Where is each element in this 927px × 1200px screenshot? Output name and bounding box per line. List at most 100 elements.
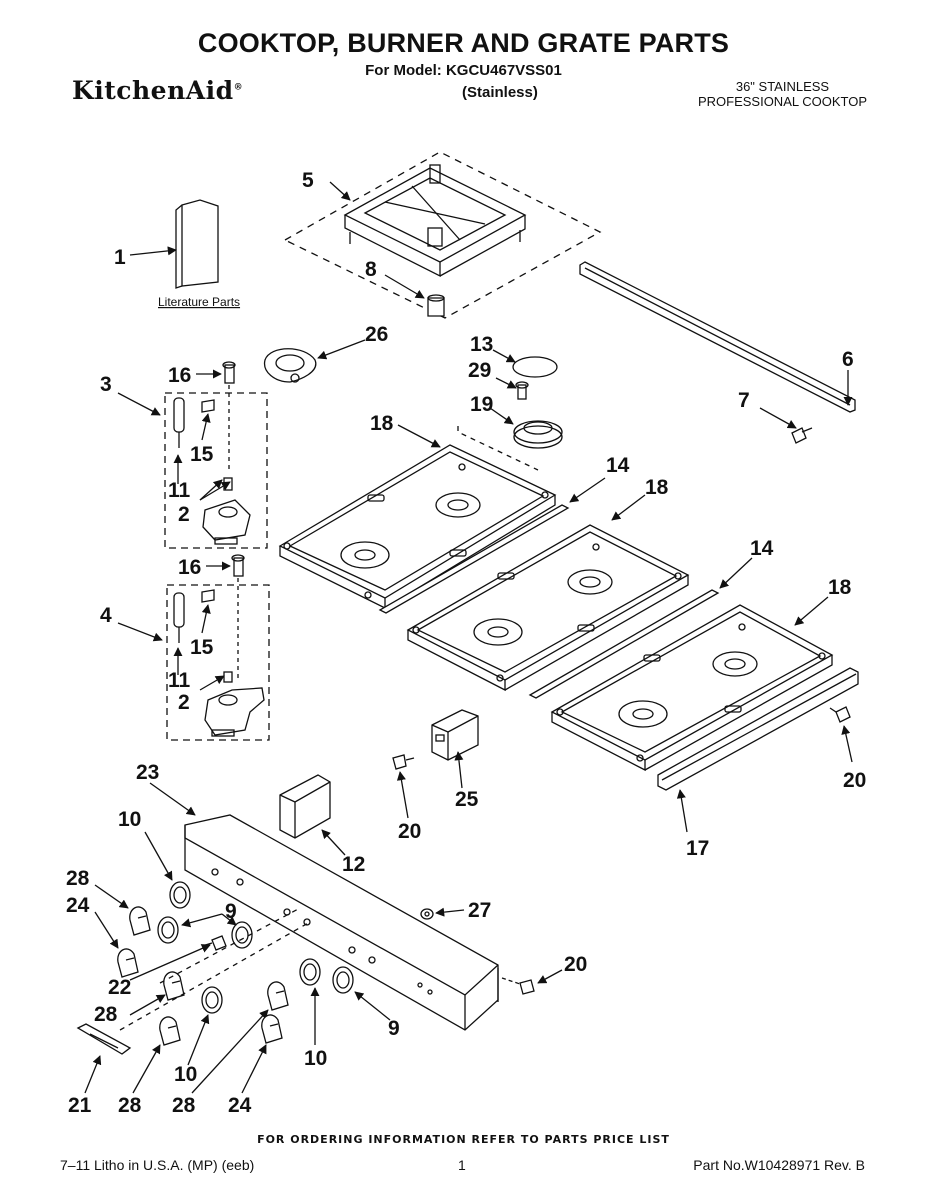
front-trim-17	[657, 667, 859, 791]
valve-upper	[202, 477, 251, 545]
leader-18c	[794, 596, 829, 626]
callout-28b: 28	[94, 1003, 118, 1026]
leader-7	[759, 407, 797, 429]
callout-11a: 11	[168, 479, 191, 502]
leader-17	[676, 789, 688, 833]
bezel-10-lower	[201, 986, 223, 1014]
callout-27: 27	[468, 899, 491, 922]
callout-19: 19	[470, 393, 493, 416]
callout-21: 21	[68, 1094, 92, 1117]
leader-15b	[201, 604, 211, 634]
leader-28a	[94, 884, 129, 909]
page-number: 1	[458, 1157, 466, 1173]
callout-20-mid: 20	[398, 820, 421, 843]
callout-18a: 18	[370, 412, 394, 435]
callout-24b: 24	[228, 1094, 252, 1117]
screw-20-mid	[392, 754, 415, 770]
callout-9a: 9	[225, 900, 237, 923]
model-variant: (Stainless)	[462, 84, 538, 101]
leader-20-panel	[537, 969, 563, 984]
callout-3: 3	[100, 373, 112, 396]
leader-29	[495, 377, 517, 389]
leader-24b	[241, 1044, 267, 1094]
burner-screw	[515, 381, 529, 400]
callout-14a: 14	[606, 454, 630, 477]
brand-name: KitchenAid	[72, 76, 234, 105]
knob-24-right	[261, 1014, 283, 1044]
leader-19	[489, 407, 514, 425]
callout-18b: 18	[645, 476, 669, 499]
registered-mark: ®	[233, 82, 244, 93]
model-number: For Model: KGCU467VSS01	[365, 62, 562, 79]
leader-8	[384, 274, 425, 299]
callout-23: 23	[136, 761, 159, 784]
leader-9a-1	[181, 913, 223, 928]
hole-plug	[420, 908, 434, 920]
callout-28c: 28	[118, 1094, 142, 1117]
bracket-lower	[201, 589, 215, 603]
knob-28-top	[129, 906, 151, 936]
callout-11b: 11	[168, 669, 191, 692]
screw-20-panel	[501, 977, 535, 995]
callout-20-panel: 20	[564, 953, 587, 976]
knob-28-mid	[267, 981, 289, 1011]
gasket	[263, 348, 317, 383]
leader-14a	[569, 477, 606, 503]
callout-18c: 18	[828, 576, 852, 599]
leader-28b	[129, 994, 166, 1016]
screw-7	[791, 427, 813, 444]
leader-28c	[132, 1044, 161, 1094]
callout-29: 29	[468, 359, 491, 382]
grate	[343, 164, 527, 278]
callout-22: 22	[108, 976, 131, 999]
leader-3	[117, 392, 161, 416]
leader-9b	[354, 991, 391, 1021]
callout-4: 4	[100, 604, 112, 627]
leader-24a	[94, 911, 119, 949]
leader-23	[149, 782, 196, 816]
callout-9b: 9	[388, 1017, 400, 1040]
bezel-9-upper	[157, 916, 179, 944]
leader-25	[454, 751, 464, 789]
literature-booklet	[175, 199, 219, 289]
leader-5	[329, 181, 351, 201]
leader-13	[492, 349, 516, 363]
leader-14b	[719, 557, 753, 589]
leader-4	[117, 622, 163, 642]
callout-2b: 2	[178, 691, 190, 714]
callout-28d: 28	[172, 1094, 196, 1117]
callout-1: 1	[114, 246, 126, 269]
leader-2a-1	[199, 479, 223, 501]
leader-27	[435, 907, 465, 917]
burner-head	[513, 420, 563, 449]
grate-foot	[427, 294, 445, 317]
knob-24-left	[117, 948, 139, 978]
leader-2b	[199, 675, 225, 691]
leader-20-mid	[396, 771, 409, 819]
bezel-9-right	[332, 966, 354, 994]
callout-17: 17	[686, 837, 709, 860]
valve-assembly-box-upper	[164, 392, 268, 549]
callout-20-right: 20	[843, 769, 866, 792]
control-panel	[184, 814, 499, 1031]
leader-22	[129, 944, 211, 981]
burner-box-right	[550, 604, 834, 772]
callout-14b: 14	[750, 537, 774, 560]
callout-16a: 16	[168, 364, 191, 387]
callout-8: 8	[365, 258, 377, 281]
screw-16-lower	[231, 554, 245, 577]
brand-logo: KitchenAid®	[72, 76, 243, 105]
manifold-bracket	[279, 774, 331, 839]
bezel-9-center	[231, 921, 253, 949]
valve-lower	[204, 671, 265, 737]
leader-2a-2	[199, 481, 231, 501]
burner-cap	[512, 356, 558, 378]
callout-6: 6	[842, 348, 854, 371]
callout-2a: 2	[178, 503, 190, 526]
nameplate	[76, 1023, 132, 1055]
ordering-note: FOR ORDERING INFORMATION REFER TO PARTS …	[257, 1133, 670, 1146]
product-line-1: 36" STAINLESS	[735, 79, 830, 94]
knob-center	[163, 971, 185, 1001]
igniter-lower	[173, 592, 185, 643]
